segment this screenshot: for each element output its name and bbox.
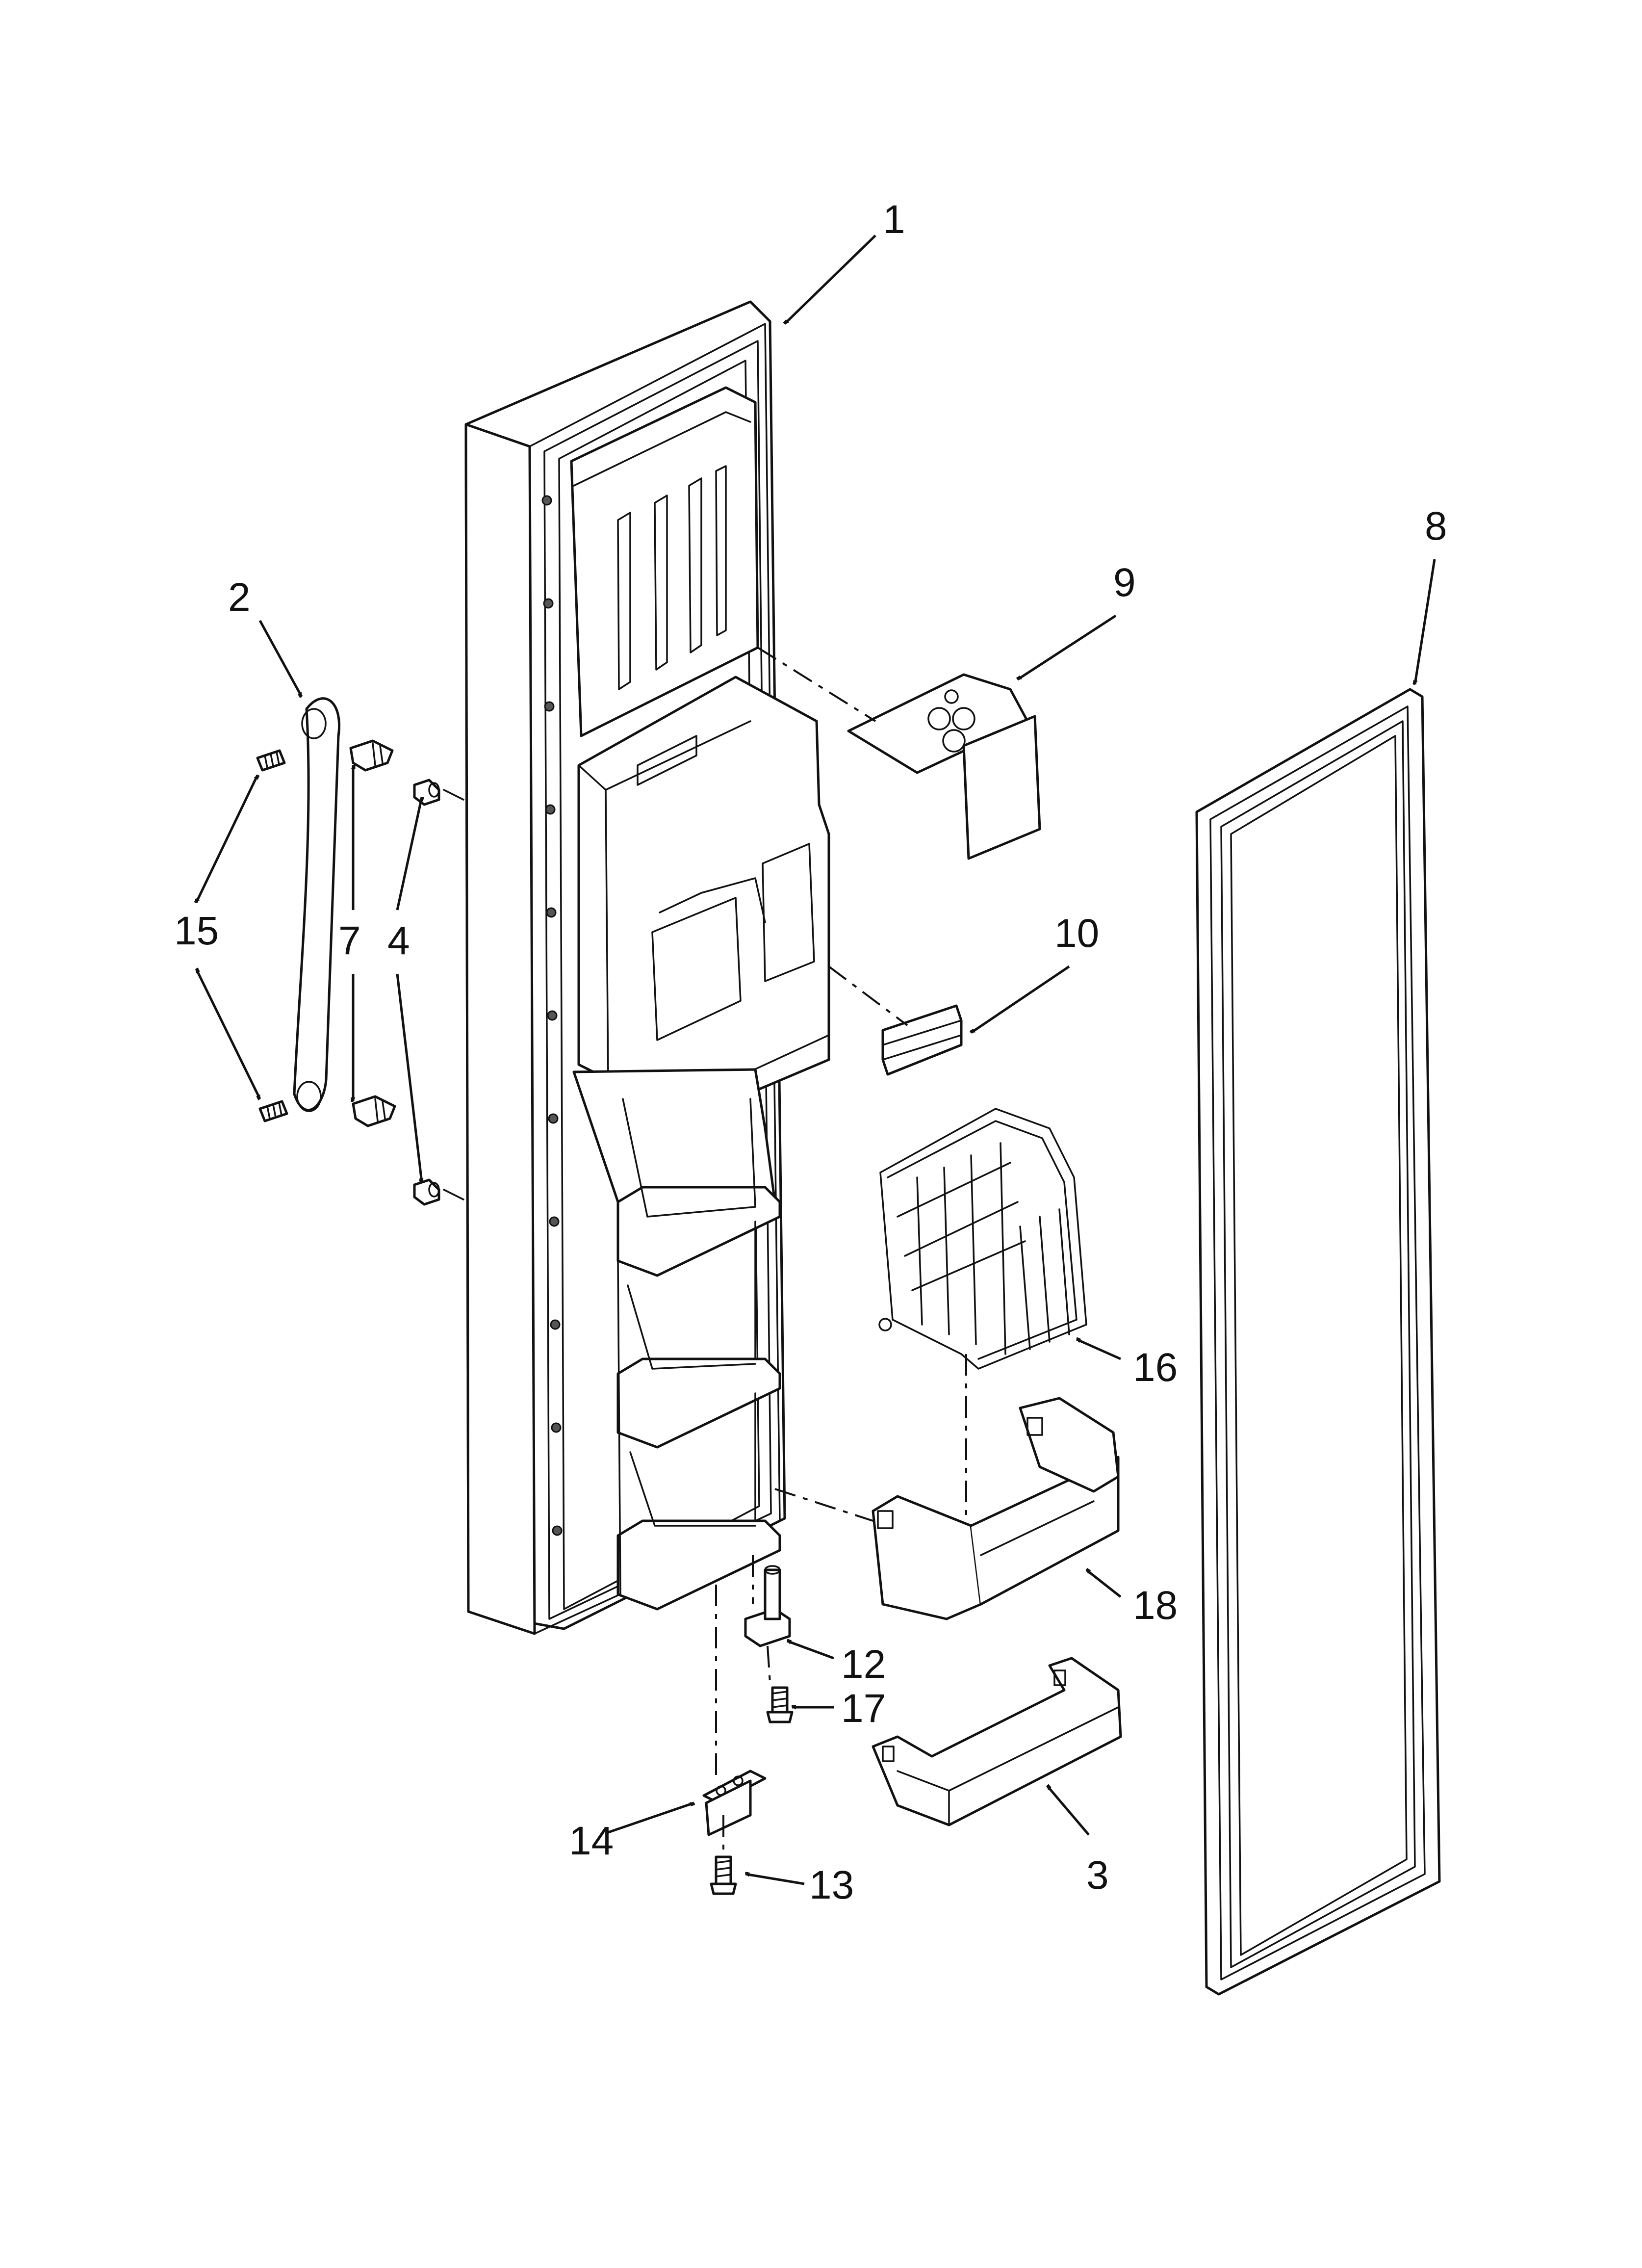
callout-12: 12 <box>841 1642 886 1687</box>
callout-13: 13 <box>809 1863 854 1907</box>
callout-4: 4 <box>387 918 410 963</box>
callout-8: 8 <box>1425 504 1447 548</box>
handle-spacer-bottom <box>413 1178 440 1206</box>
callout-15: 15 <box>174 909 219 953</box>
callout-9: 9 <box>1113 560 1136 605</box>
door-handle <box>293 697 340 1112</box>
handle-screw-top <box>349 739 394 772</box>
hinge-pin <box>744 1565 791 1647</box>
hinge-bracket <box>702 1770 767 1836</box>
dispenser-cover-plate <box>847 673 1041 860</box>
wire-basket <box>878 1108 1087 1370</box>
door-gasket-channel-holes <box>541 495 563 1536</box>
door-bin <box>872 1657 1122 1826</box>
handle-screw-bottom <box>352 1095 396 1127</box>
spacer-alignment-line-bottom <box>443 1189 464 1200</box>
callout-3: 3 <box>1086 1853 1109 1898</box>
dispenser-pad <box>881 1004 963 1076</box>
callout-leaders <box>196 235 1436 1885</box>
door-assembly <box>464 300 830 1635</box>
callout-16: 16 <box>1133 1345 1178 1390</box>
handle-spacer-top <box>413 779 440 806</box>
spacer-alignment-line-top <box>443 789 464 801</box>
handle-stud-bottom <box>258 1100 288 1122</box>
callout-18: 18 <box>1133 1583 1178 1628</box>
handle-stud-top <box>256 749 286 772</box>
door-gasket <box>1195 688 1441 1996</box>
callout-10: 10 <box>1054 911 1099 956</box>
callout-2: 2 <box>228 575 251 620</box>
bracket-screw <box>710 1855 737 1895</box>
callout-1: 1 <box>883 197 905 242</box>
callout-17: 17 <box>841 1686 886 1731</box>
callout-7: 7 <box>338 918 361 963</box>
assembly-dash-lines <box>715 647 967 1854</box>
callout-14: 14 <box>569 1819 614 1863</box>
basket-bracket <box>872 1397 1120 1620</box>
hinge-screw <box>766 1686 794 1723</box>
